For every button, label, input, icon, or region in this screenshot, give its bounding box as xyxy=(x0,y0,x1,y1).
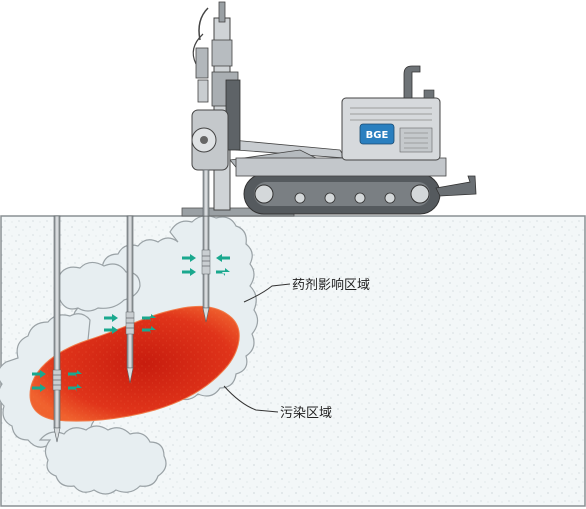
flow-arrows xyxy=(32,254,230,392)
influence-zone-label: 药剂影响区域 xyxy=(292,277,370,293)
injection-pipe-2 xyxy=(125,215,135,384)
drill-rod xyxy=(202,169,210,217)
contamination-zone-callout: 污染区域 xyxy=(223,385,332,421)
arrow-right-icon xyxy=(68,370,82,378)
injection-pipe-3 xyxy=(201,215,211,323)
brand-logo-badge xyxy=(359,123,395,145)
influence-zone-callout: 药剂影响区域 xyxy=(243,277,370,303)
tow-hook xyxy=(435,175,477,197)
arrow-left-icon xyxy=(182,254,196,262)
drilling-rig: BGE xyxy=(181,1,477,217)
drill-mast xyxy=(192,1,241,211)
contamination-zone-label: 污染区域 xyxy=(280,406,332,421)
contamination-zone-texture xyxy=(30,306,240,422)
arrow-left-icon xyxy=(182,268,196,276)
arrow-right-icon xyxy=(142,326,156,334)
crawler-track xyxy=(243,173,441,215)
exhaust-pipe xyxy=(403,65,421,99)
influence-zone-cloud-bottom-mid xyxy=(38,425,167,495)
arrow-left-icon xyxy=(104,326,118,334)
arrow-left-icon xyxy=(104,314,118,322)
engine-house: BGE xyxy=(341,65,441,161)
arrow-right-icon xyxy=(68,384,82,392)
drill-head xyxy=(191,47,229,171)
arrow-left-icon xyxy=(32,384,46,392)
arrow-left-icon xyxy=(32,370,46,378)
arrow-right-icon xyxy=(216,254,230,262)
brand-logo-text: BGE xyxy=(366,130,389,141)
arrow-right-icon xyxy=(142,314,156,322)
injection-pipe-1 xyxy=(52,215,62,443)
influence-zone-cloud-left xyxy=(53,261,141,312)
arrow-right-icon xyxy=(216,268,230,276)
